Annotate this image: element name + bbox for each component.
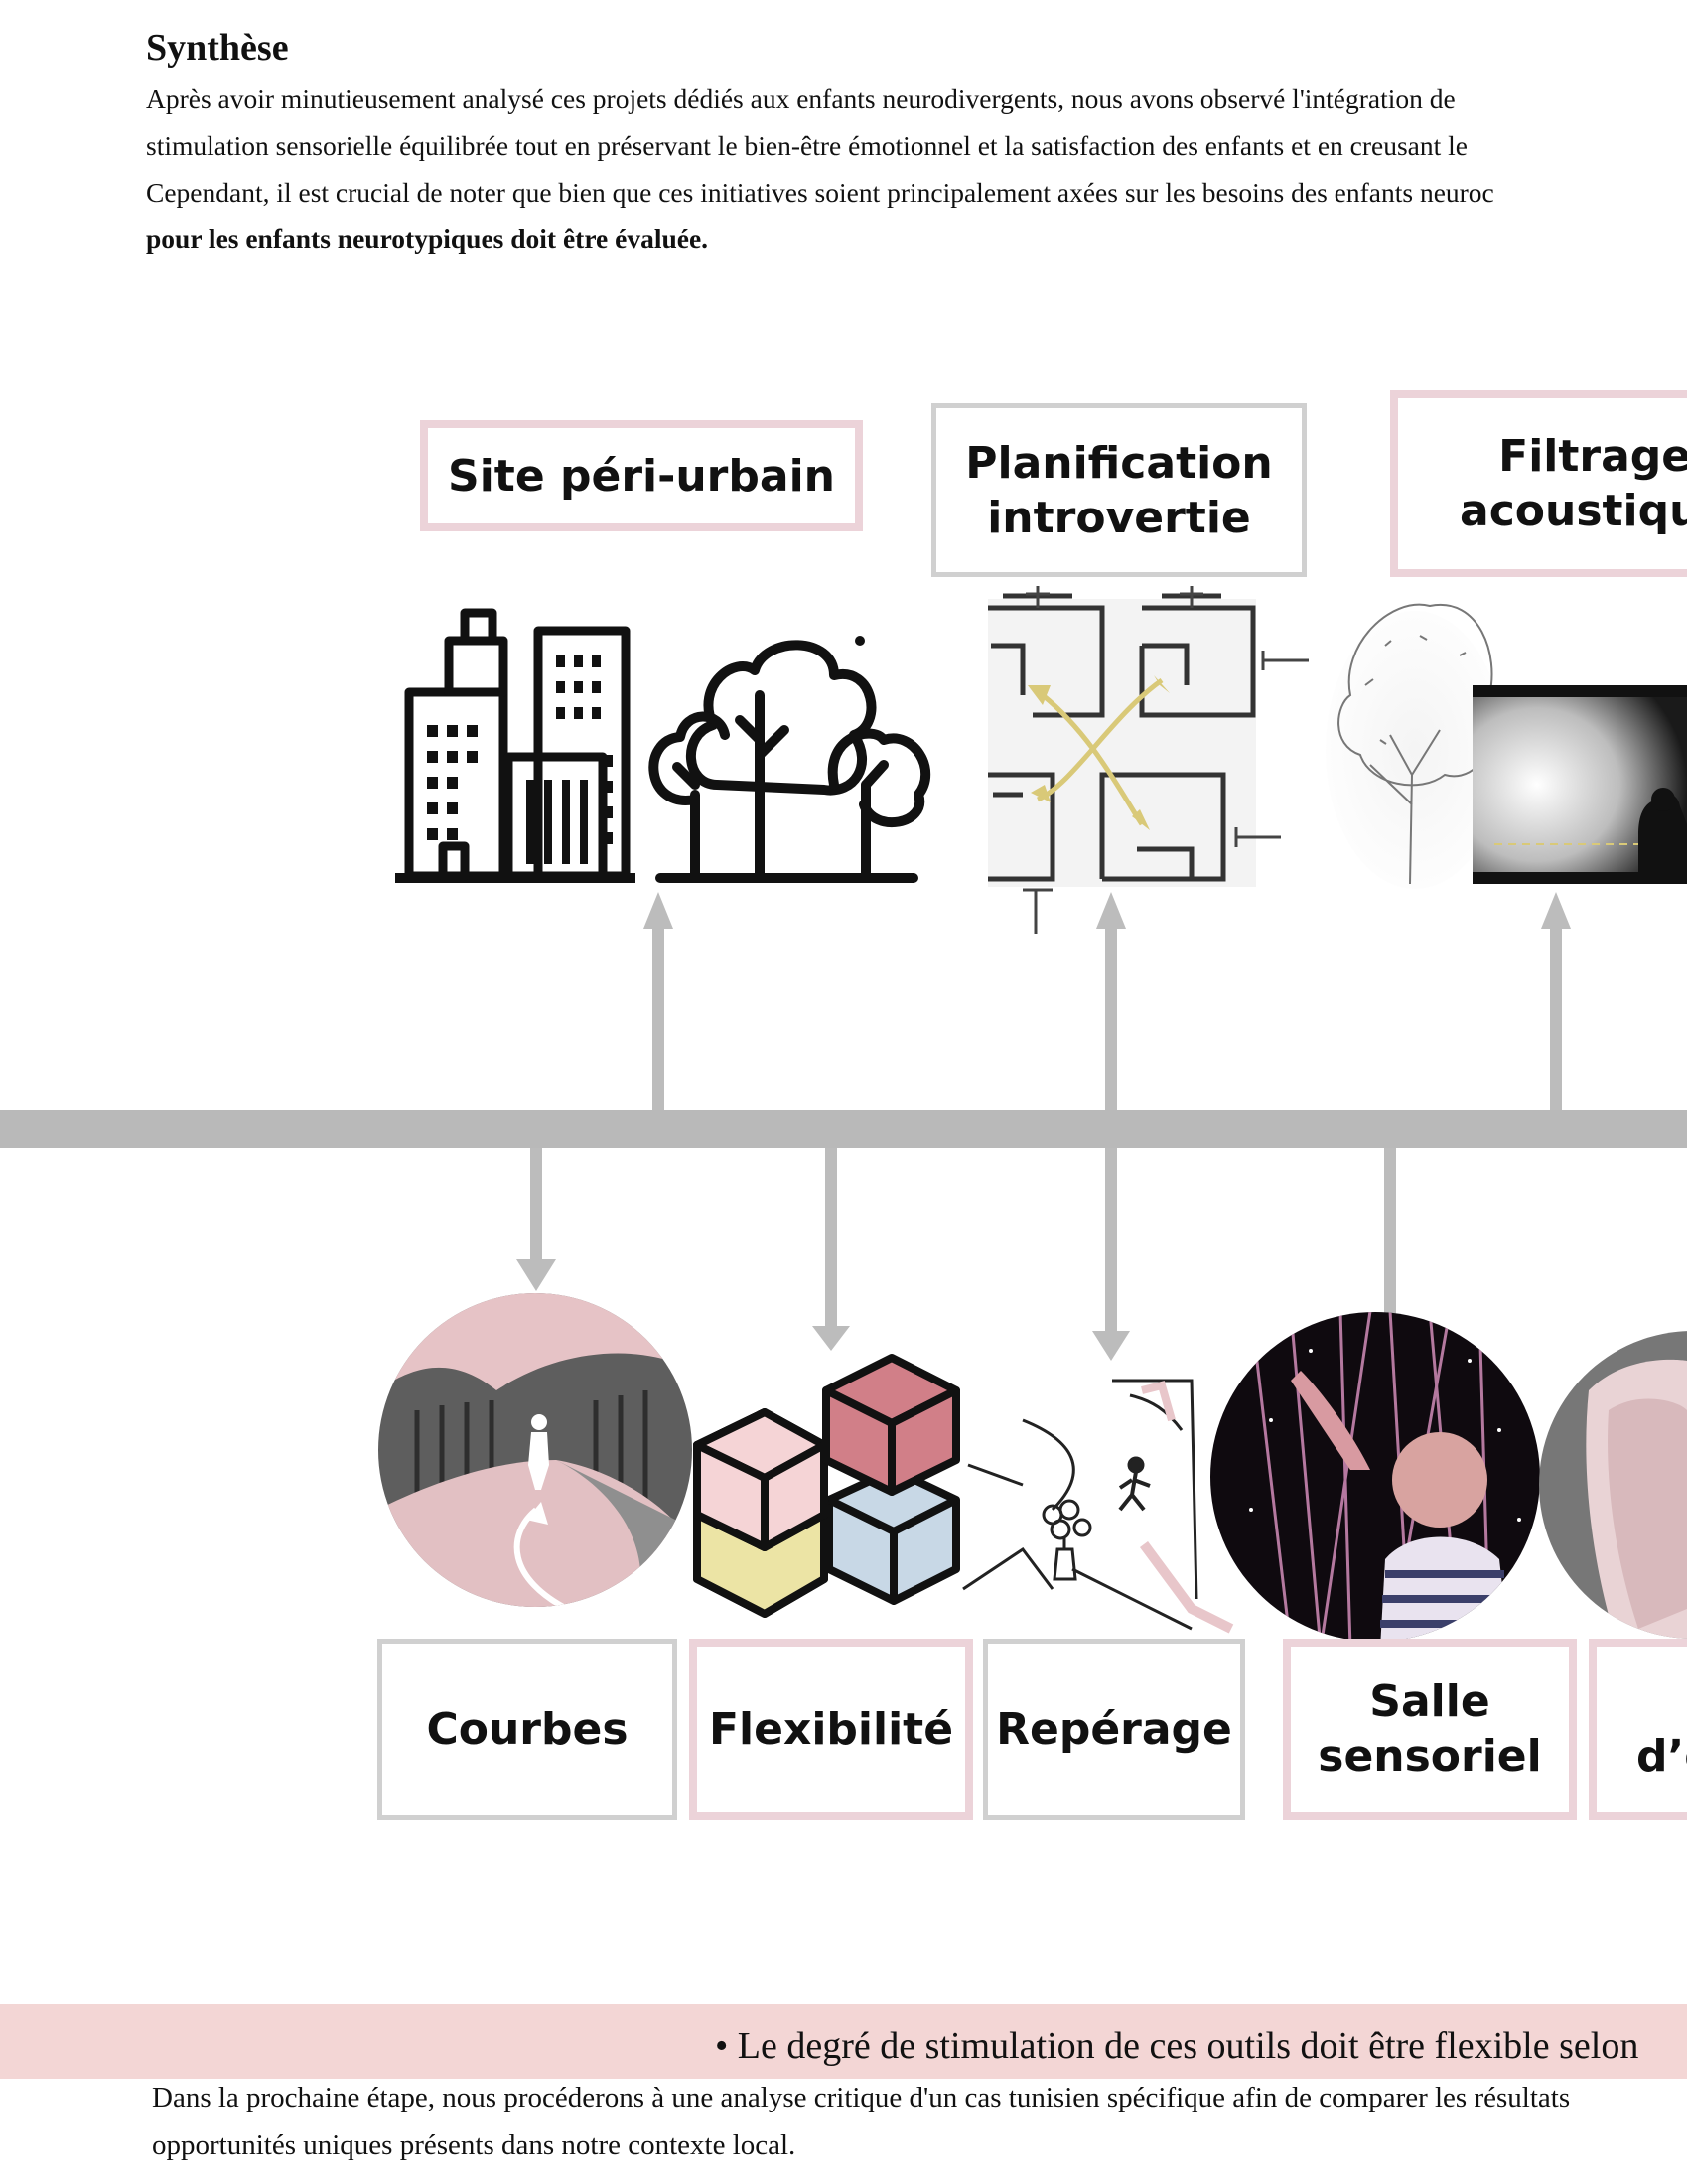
acoustic-filtering-illustration [1326,603,1687,889]
section-title: Synthèse [146,27,289,69]
highlight-band [0,2004,1687,2079]
introverted-floorplan-icon [988,586,1309,934]
paragraph-line-1: Après avoir minutieusement analysé ces p… [146,83,1456,114]
partial-photo [1539,1331,1687,1639]
band-bullet-text: • Le degré de stimulation de ces outils … [715,2025,1639,2067]
label-flexibilite: Flexibilité [689,1639,973,1820]
footer-line-2: opportunités uniques présents dans notre… [152,2129,796,2161]
city-windows-icon [427,655,613,864]
label-reperage: Repérage [983,1639,1245,1820]
timeline-bar [0,1110,1687,1148]
paragraph-line-2: stimulation sensorielle équilibrée tout … [146,130,1468,161]
down-arrows [516,1148,1409,1369]
label-site-peri-urbain: Site péri-urbain [420,420,863,531]
trees-icon [648,636,931,883]
curved-path-photo [378,1293,692,1607]
label-partial: Ed’e [1589,1639,1687,1820]
footer-line-1: Dans la prochaine étape, nous procéderon… [152,2082,1571,2113]
flexibility-cubes-icon [693,1354,960,1618]
label-filtrage-acoustique: Filtrageacoustique [1390,390,1687,577]
label-courbes: Courbes [377,1639,677,1820]
wayfinding-sketch [962,1379,1234,1634]
up-arrows [643,892,1571,1112]
paragraph-line-3: Cependant, il est crucial de noter que b… [146,177,1494,208]
city-buildings-icon [395,608,635,883]
paragraph-line-4-bold: pour les enfants neurotypiques doit être… [146,223,709,254]
sensory-room-photo [1210,1312,1540,1642]
